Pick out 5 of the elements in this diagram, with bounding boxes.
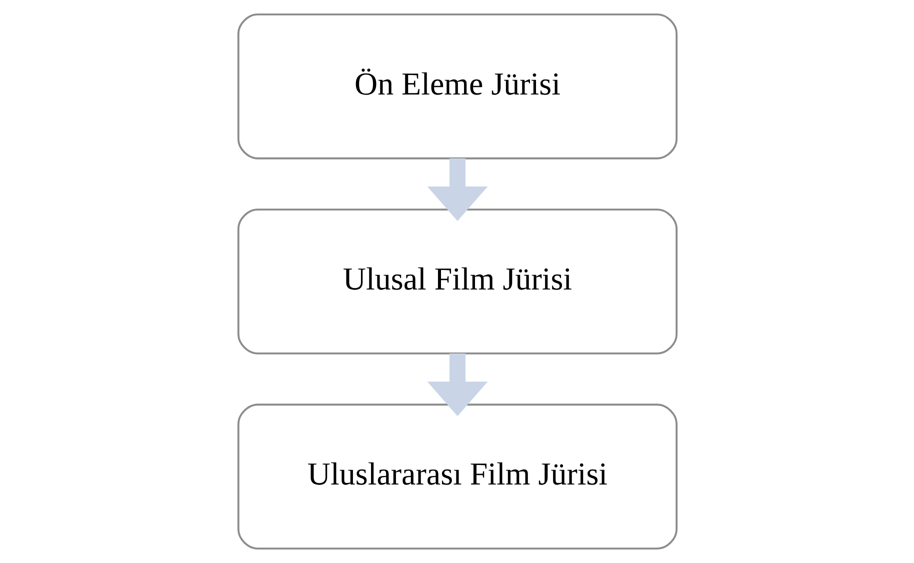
node-box: Uluslararası Film Jürisi	[236, 404, 678, 550]
arrow	[426, 158, 488, 222]
node-box: Ulusal Film Jürisi	[236, 208, 678, 354]
node-box: Ön Eleme Jürisi	[236, 13, 678, 160]
arrow	[426, 353, 488, 416]
